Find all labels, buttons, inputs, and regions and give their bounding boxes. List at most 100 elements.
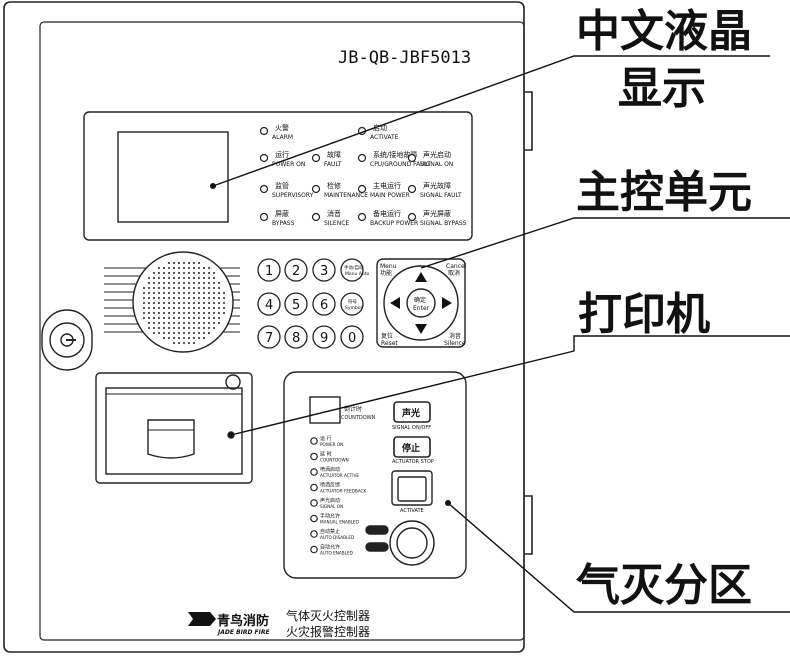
- indicator-led: [259, 153, 269, 163]
- zone-led-zh: 自动允许: [320, 544, 340, 551]
- stop-button[interactable]: 停止 ACTUATOR STOP: [392, 436, 434, 465]
- product-line-1: 气体灭火控制器: [286, 608, 370, 623]
- printer: [95, 372, 253, 484]
- keypad-digit: 3: [320, 264, 328, 279]
- zone-led: [310, 452, 318, 461]
- keypad-key[interactable]: [340, 258, 364, 282]
- zone-led-zh: 声光启动: [320, 497, 340, 504]
- zone-led: [310, 514, 318, 523]
- keypad-digit: 8: [292, 331, 300, 346]
- countdown-display: [309, 396, 341, 424]
- indicator-label-en: SIGNAL ON: [420, 161, 453, 168]
- stop-button-label: 停止: [402, 442, 420, 454]
- indicator-led: [407, 184, 417, 194]
- zone-led-en: AUTO DISABLED: [320, 535, 354, 540]
- indicator-label-zh: 消音: [327, 209, 341, 218]
- enter-zh: 确定: [414, 296, 426, 304]
- indicator-led: [407, 212, 417, 222]
- indicator-label-zh: 运行: [275, 150, 289, 159]
- zone-led-en: ACTUATOR FEEDBACK: [320, 489, 366, 494]
- keypad-digit: 1: [265, 264, 273, 279]
- keypad-key[interactable]: [284, 258, 308, 282]
- indicator-label-zh: 声光故障: [423, 181, 451, 190]
- indicator-label-en: ALARM: [272, 134, 293, 141]
- key-lock[interactable]: [41, 309, 93, 371]
- indicator-led: [311, 212, 321, 222]
- callout-printer: 打印机: [578, 289, 710, 340]
- indicator-label-en: SILENCE: [324, 220, 349, 227]
- cancel-en: Cancel: [446, 263, 467, 270]
- lcd-panel: [83, 111, 473, 241]
- keypad-key[interactable]: [340, 325, 364, 349]
- indicator-led: [259, 126, 269, 136]
- keypad-digit: 7: [265, 331, 273, 346]
- zone-led: [310, 545, 318, 554]
- func-key-zh: 手动/自动: [344, 264, 364, 271]
- zone-led-en: COUNTDOWN: [320, 458, 349, 463]
- indicator-label-zh: 声光启动: [423, 150, 451, 159]
- reset-en: Reset: [381, 340, 398, 347]
- callout-main-unit: 主控单元: [576, 167, 752, 218]
- stop-button-en: ACTUATOR STOP: [392, 459, 434, 465]
- enter-button: [406, 288, 436, 318]
- indicator-label-en: SIGNAL BYPASS: [420, 220, 467, 227]
- callout-lines: [212, 55, 790, 613]
- model-label: JB-QB-JBF5013: [338, 48, 471, 68]
- keypad-key[interactable]: [257, 292, 281, 316]
- indicator-label-en: CPU/GROUND FAULT: [370, 161, 431, 168]
- activate-button[interactable]: [391, 470, 433, 506]
- keypad-key[interactable]: [257, 325, 281, 349]
- keypad-key[interactable]: [340, 292, 364, 316]
- indicator-label-zh: 屏蔽: [275, 209, 289, 218]
- speaker: [104, 251, 240, 353]
- zone-led: [310, 499, 318, 507]
- gas-zone-panel: 倒计时 COUNTDOWN 声光 SIGNAL ON/OFF 停止 ACTUAT…: [283, 371, 467, 579]
- countdown-en: COUNTDOWN: [341, 415, 376, 421]
- enter-en: Enter: [413, 305, 430, 312]
- indicator-label-en: FAULT: [324, 161, 342, 168]
- indicator-led: [357, 212, 367, 222]
- callout-gas-zone: 气灭分区: [576, 560, 752, 611]
- func-key-en: Manu Auto: [345, 271, 369, 277]
- zone-led-zh: 自动禁止: [320, 528, 340, 535]
- indicator-label-en: SIGNAL FAULT: [420, 192, 462, 199]
- indicator-led: [357, 153, 367, 163]
- symbol-key-en: Symbol: [345, 305, 362, 311]
- keypad-digit: 2: [292, 264, 300, 279]
- keypad-key[interactable]: [312, 325, 336, 349]
- indicator-label-en: POWER ON: [272, 161, 305, 168]
- indicator-label-en: BYPASS: [272, 220, 295, 227]
- zone-led-zh: 手动允许: [320, 513, 340, 520]
- zone-led: [310, 437, 318, 445]
- zone-led-zh: 喷洒启动: [320, 466, 340, 473]
- zone-led-zh: 运 行: [320, 435, 332, 442]
- keypad-key[interactable]: [312, 292, 336, 316]
- keypad-key[interactable]: [284, 292, 308, 316]
- zone-led: [310, 530, 318, 538]
- keypad-digit: 5: [292, 298, 300, 313]
- brand-logo: 青鸟消防 JADE BIRD FIRE: [188, 612, 270, 636]
- indicator-label-en: MAINTENANCE: [324, 192, 368, 199]
- zone-led: [310, 483, 318, 492]
- signal-button-en: SIGNAL ON/OFF: [392, 425, 431, 431]
- keypad-key[interactable]: [312, 258, 336, 282]
- navigation-keys[interactable]: Menu 功能 Cancel 取消 复位 Reset 消音 Silence 确定…: [376, 258, 467, 348]
- menu-en: Menu: [380, 263, 397, 270]
- indicator-label-en: SUPERVISORY: [272, 192, 314, 199]
- symbol-key-zh: 符号: [348, 298, 357, 305]
- indicator-label-zh: 检修: [327, 181, 341, 190]
- countdown-zh: 倒计时: [344, 405, 362, 413]
- indicator-label-zh: 火警: [275, 123, 289, 132]
- keypad-key[interactable]: [284, 325, 308, 349]
- zone-led-en: AUTO ENABLED: [320, 551, 353, 556]
- zone-key-switch[interactable]: [365, 520, 435, 566]
- indicator-led: [407, 153, 417, 163]
- indicator-led: [259, 184, 269, 194]
- keypad-key[interactable]: [257, 258, 281, 282]
- callout-lcd-2: 显示: [618, 63, 706, 114]
- signal-button[interactable]: 声光 SIGNAL ON/OFF: [392, 401, 431, 431]
